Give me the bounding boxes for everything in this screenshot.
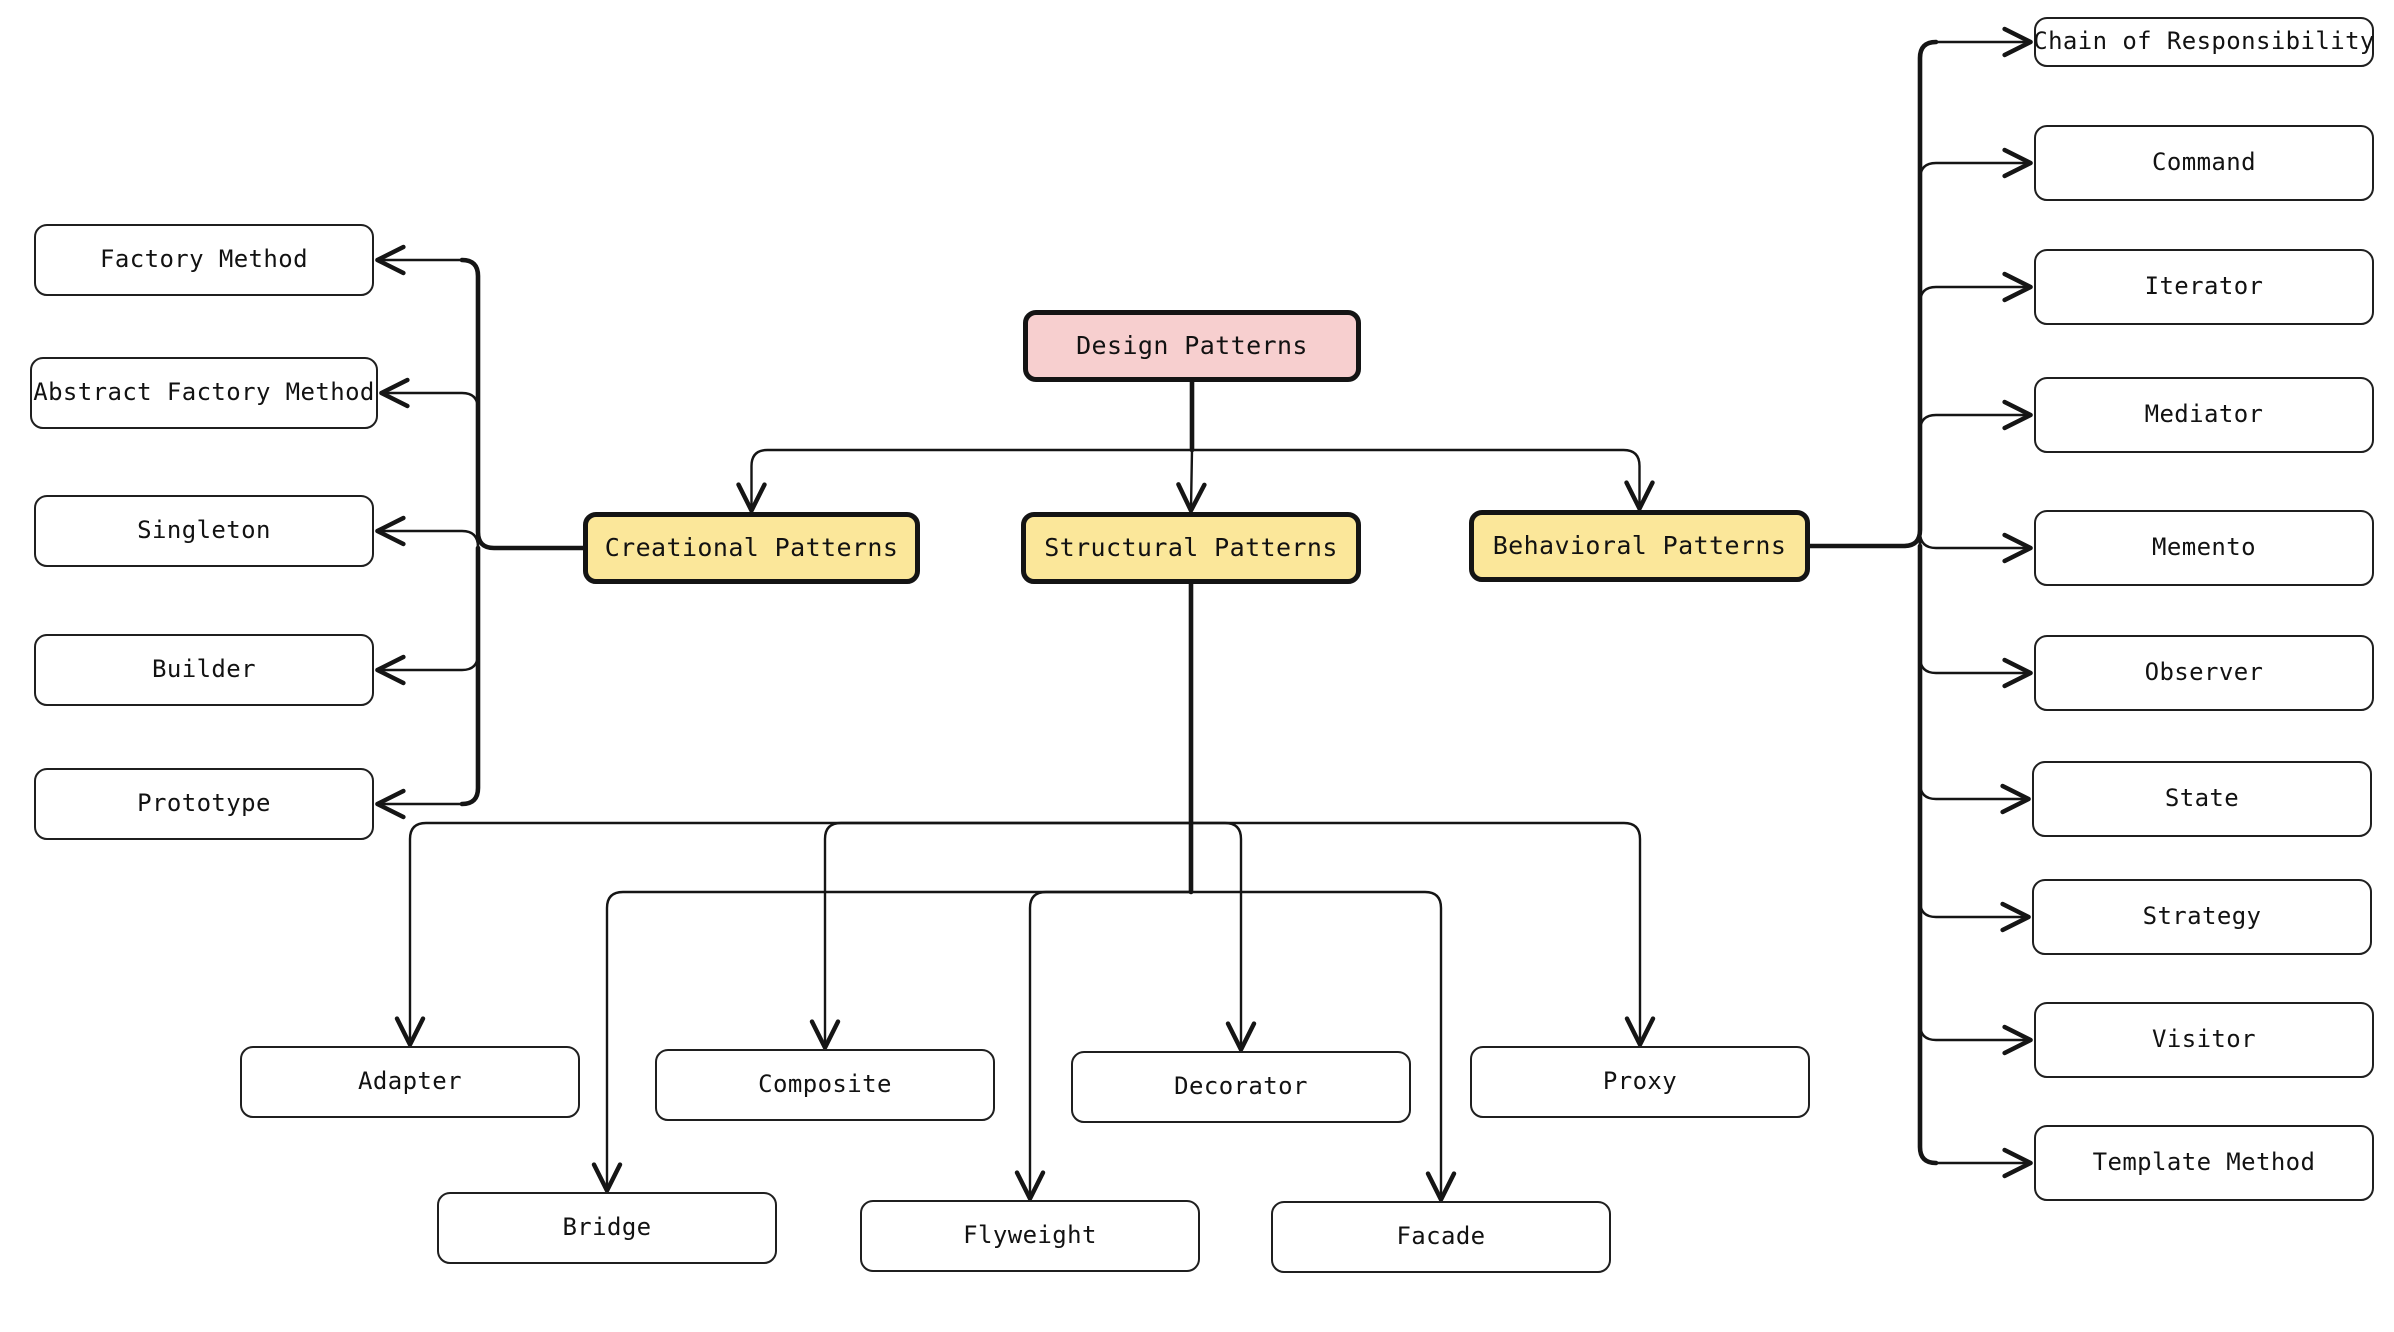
node-builder[interactable]: Builder <box>34 634 374 706</box>
node-label: Structural Patterns <box>1044 532 1338 562</box>
edge-path <box>375 546 480 686</box>
edge-path <box>1918 147 2033 548</box>
node-factory-method[interactable]: Factory Method <box>34 224 374 296</box>
node-label: Visitor <box>2152 1025 2256 1054</box>
node-label: Memento <box>2152 533 2256 562</box>
edge-path <box>1917 543 1939 1166</box>
edge-path <box>1918 399 2033 548</box>
node-label: Creational Patterns <box>604 532 899 562</box>
node-label: Design Patterns <box>1076 330 1308 360</box>
node-label: Abstract Factory Method <box>33 378 375 407</box>
node-state[interactable]: State <box>2032 761 2372 837</box>
node-observer[interactable]: Observer <box>2034 635 2374 711</box>
node-label: Decorator <box>1174 1072 1308 1101</box>
node-prototype[interactable]: Prototype <box>34 768 374 840</box>
node-label: Mediator <box>2144 400 2264 429</box>
node-label: Proxy <box>1602 1067 1678 1096</box>
edge-path <box>1918 544 2031 933</box>
node-label: Composite <box>758 1070 892 1099</box>
edge-path <box>1014 890 1193 1201</box>
node-iterator[interactable]: Iterator <box>2034 249 2374 325</box>
node-flyweight[interactable]: Flyweight <box>860 1200 1200 1272</box>
node-facade[interactable]: Facade <box>1271 1201 1611 1273</box>
node-label: Facade <box>1396 1222 1486 1251</box>
node-template-method[interactable]: Template Method <box>2034 1125 2374 1201</box>
node-behavioral[interactable]: Behavioral Patterns <box>1469 510 1810 582</box>
edge-path <box>809 821 1193 1050</box>
node-chain-of-responsibility[interactable]: Chain of Responsibility <box>2033 17 2375 67</box>
node-label: Template Method <box>2092 1148 2316 1177</box>
edge-path <box>736 448 1194 513</box>
node-mediator[interactable]: Mediator <box>2034 377 2374 453</box>
node-proxy[interactable]: Proxy <box>1470 1046 1810 1118</box>
node-label: Chain of Responsibility <box>2033 27 2375 56</box>
node-abstract-factory-method[interactable]: Abstract Factory Method <box>30 357 378 429</box>
node-label: Prototype <box>137 789 271 818</box>
node-label: Bridge <box>562 1213 652 1242</box>
edge-path <box>1189 821 1656 1047</box>
node-creational[interactable]: Creational Patterns <box>583 512 920 584</box>
edge-path <box>375 515 480 550</box>
node-label: Factory Method <box>100 245 308 274</box>
node-singleton[interactable]: Singleton <box>34 495 374 567</box>
node-root[interactable]: Design Patterns <box>1023 310 1361 382</box>
node-command[interactable]: Command <box>2034 125 2374 201</box>
edge-path <box>1189 821 1257 1052</box>
node-structural[interactable]: Structural Patterns <box>1021 512 1361 584</box>
node-visitor[interactable]: Visitor <box>2034 1002 2374 1078</box>
edge-path <box>459 545 481 807</box>
edge-path <box>1190 448 1655 511</box>
node-adapter[interactable]: Adapter <box>240 1046 580 1118</box>
edge-path <box>1918 544 2033 1056</box>
node-strategy[interactable]: Strategy <box>2032 879 2372 955</box>
edge-path <box>591 890 1193 1193</box>
edge-path <box>1918 544 2033 689</box>
node-label: Flyweight <box>963 1221 1097 1250</box>
edge-path <box>1918 530 2033 564</box>
node-label: Singleton <box>137 516 271 545</box>
node-label: Behavioral Patterns <box>1492 530 1787 560</box>
node-label: State <box>2164 784 2240 813</box>
node-label: Adapter <box>358 1067 462 1096</box>
edge-path <box>1176 448 1207 513</box>
node-label: Iterator <box>2144 272 2264 301</box>
node-label: Builder <box>152 655 256 684</box>
node-label: Strategy <box>2142 902 2262 931</box>
node-composite[interactable]: Composite <box>655 1049 995 1121</box>
edge-path <box>1807 39 1939 549</box>
node-label: Observer <box>2144 658 2264 687</box>
node-label: Command <box>2152 148 2256 177</box>
edge-path <box>379 377 480 550</box>
edge-path <box>394 821 1193 1047</box>
node-bridge[interactable]: Bridge <box>437 1192 777 1264</box>
node-decorator[interactable]: Decorator <box>1071 1051 1411 1123</box>
edge-path <box>459 257 586 551</box>
edge-path <box>1918 271 2033 548</box>
node-memento[interactable]: Memento <box>2034 510 2374 586</box>
edge-path <box>1189 890 1457 1202</box>
